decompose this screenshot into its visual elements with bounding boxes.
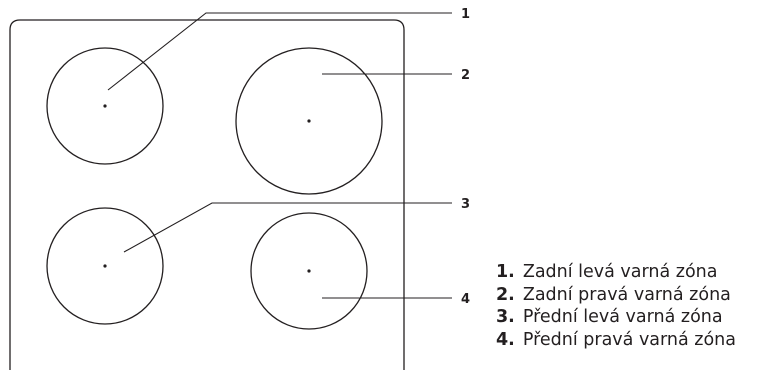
leader-line-1 bbox=[107, 12, 452, 91]
callout-number-3: 3 bbox=[461, 197, 470, 212]
zone-rear-left-center bbox=[103, 104, 107, 108]
legend-item: 3. Přední levá varná zóna bbox=[496, 306, 736, 329]
zone-rear-right-center bbox=[307, 119, 311, 123]
legend-item-number: 2. bbox=[496, 284, 515, 305]
zone-front-right-center bbox=[307, 269, 311, 273]
legend-item-number: 1. bbox=[496, 262, 515, 282]
zone-front-left bbox=[46, 207, 164, 325]
zone-rear-left bbox=[46, 47, 164, 165]
legend-item-label: Zadní pravá varná zóna bbox=[522, 284, 731, 305]
callout-number-1: 1 bbox=[461, 7, 470, 22]
legend-list: 1. Zadní levá varná zóna 2. Zadní pravá va… bbox=[496, 261, 736, 351]
zone-front-left-center bbox=[103, 264, 107, 268]
legend-item-label: Přední levá varná zóna bbox=[522, 307, 723, 327]
callout-number-4: 4 bbox=[461, 292, 470, 307]
leader-line-3 bbox=[123, 202, 452, 253]
legend-item: 2. Zadní pravá varná zóna bbox=[496, 284, 736, 307]
legend-item-number: 3. bbox=[496, 307, 515, 327]
zone-front-right bbox=[250, 212, 368, 330]
legend-item-label: Zadní levá varná zóna bbox=[522, 262, 718, 282]
legend-item-number: 4. bbox=[496, 329, 515, 350]
zone-rear-right bbox=[235, 47, 383, 195]
callout-number-2: 2 bbox=[461, 68, 470, 83]
legend-item: 4. Přední pravá varná zóna bbox=[496, 329, 736, 352]
cooktop-outline bbox=[9, 19, 405, 370]
legend-item-label: Přední pravá varná zóna bbox=[522, 329, 736, 350]
legend-item: 1. Zadní levá varná zóna bbox=[496, 261, 736, 284]
